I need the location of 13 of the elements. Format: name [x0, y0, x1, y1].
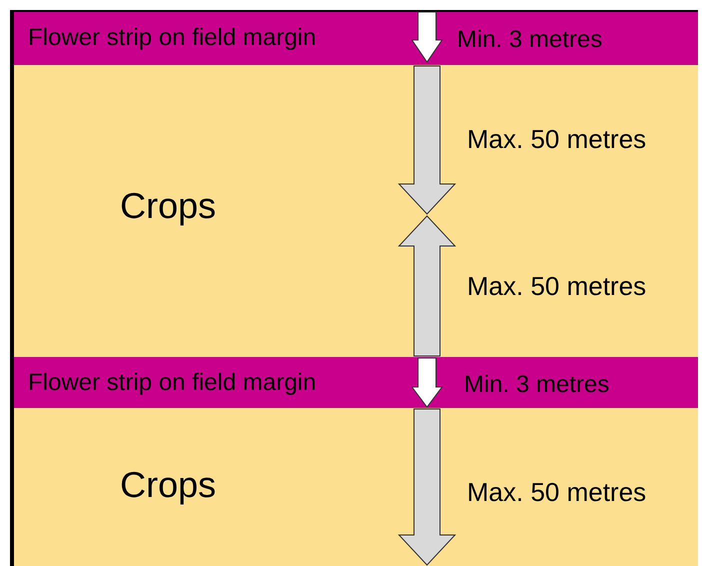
dimension-label: Min. 3 metres: [464, 371, 610, 399]
strip-label: Flower strip on field margin: [28, 369, 316, 397]
crop-field-band: [14, 408, 698, 566]
crop-label: Crops: [120, 464, 216, 506]
crop-label: Crops: [120, 185, 216, 227]
dimension-label: Min. 3 metres: [457, 26, 602, 54]
flower-strip-band: [14, 12, 698, 65]
crop-field-band: [14, 65, 698, 357]
dimension-label: Max. 50 metres: [467, 477, 646, 508]
dimension-label: Max. 50 metres: [467, 124, 646, 155]
strip-label: Flower strip on field margin: [28, 24, 316, 52]
flower-strip-band: [14, 357, 698, 408]
dimension-label: Max. 50 metres: [467, 271, 646, 302]
